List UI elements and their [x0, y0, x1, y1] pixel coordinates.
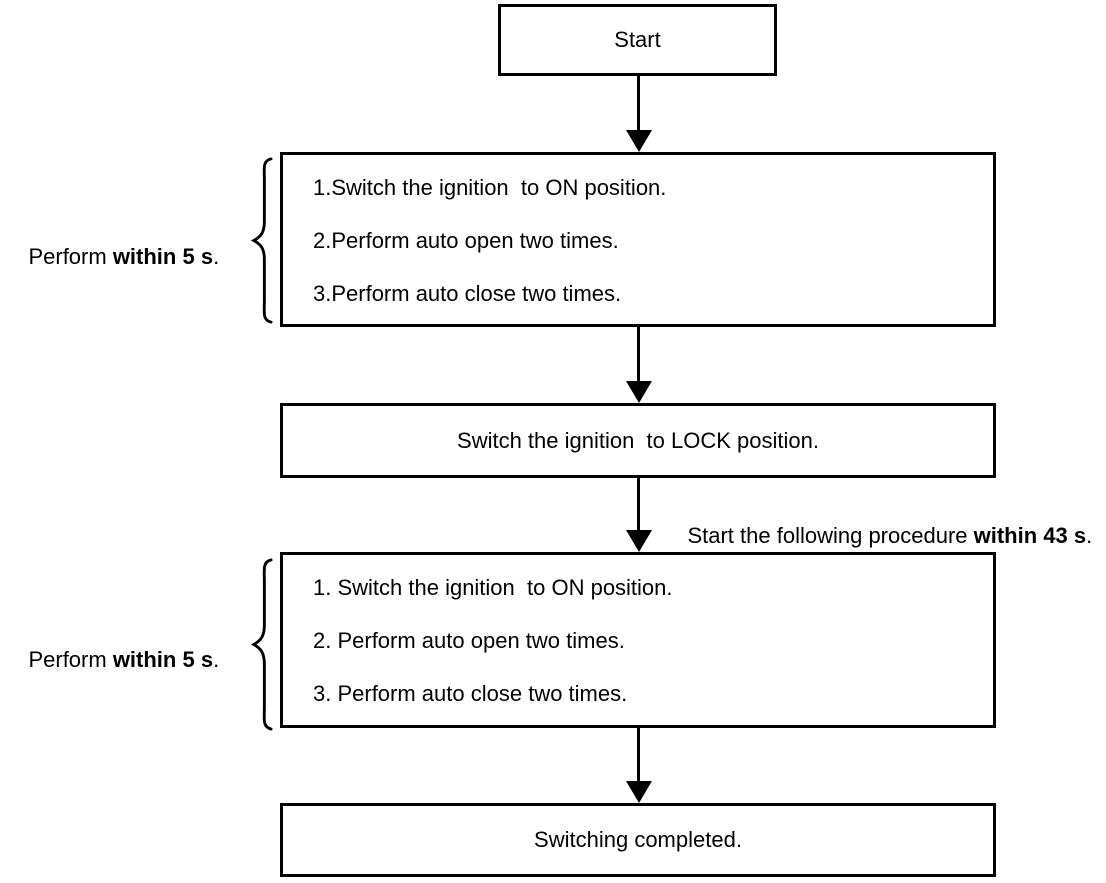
procedure-box-1: 1.Switch the ignition to ON position. 2.…	[280, 152, 996, 327]
down-arrow-icon	[626, 530, 652, 552]
side-label-2-bold: within 5 s	[112, 647, 214, 672]
side-label-1: Perform within 5 s.	[4, 218, 219, 296]
arrow-line	[637, 478, 640, 532]
annotation-bold: within 43 s	[973, 523, 1087, 548]
down-arrow-icon	[626, 381, 652, 403]
end-node: Switching completed.	[280, 803, 996, 877]
procedure-2-step-3: 3. Perform auto close two times.	[313, 681, 628, 707]
lock-box: Switch the ignition to LOCK position.	[280, 403, 996, 478]
end-node-label: Switching completed.	[534, 827, 742, 852]
procedure-box-2: 1. Switch the ignition to ON position. 2…	[280, 552, 996, 728]
annotation-suffix: .	[1086, 523, 1093, 548]
lock-box-label: Switch the ignition to LOCK position.	[457, 427, 819, 453]
start-node-label: Start	[614, 27, 661, 52]
side-label-2-suffix: .	[213, 647, 220, 672]
arrow-line	[637, 327, 640, 383]
down-arrow-icon	[626, 130, 652, 152]
procedure-2-step-2: 2. Perform auto open two times.	[313, 627, 625, 653]
side-label-1-bold: within 5 s	[112, 244, 214, 269]
side-label-2-prefix: Perform	[28, 647, 113, 672]
side-label-1-prefix: Perform	[28, 244, 113, 269]
side-label-2: Perform within 5 s.	[4, 621, 219, 699]
start-node: Start	[498, 4, 777, 76]
arrow-annotation: Start the following procedure within 43 …	[663, 497, 1092, 575]
procedure-1-step-3: 3.Perform auto close two times.	[313, 280, 622, 306]
annotation-prefix: Start the following procedure	[687, 523, 974, 548]
procedure-1-step-1: 1.Switch the ignition to ON position.	[313, 174, 667, 200]
arrow-line	[637, 76, 640, 132]
side-label-1-suffix: .	[213, 244, 220, 269]
arrow-line	[637, 728, 640, 783]
left-brace-icon	[250, 558, 273, 731]
down-arrow-icon	[626, 781, 652, 803]
left-brace-icon	[250, 157, 273, 324]
procedure-2-step-1: 1. Switch the ignition to ON position.	[313, 574, 673, 600]
procedure-1-step-2: 2.Perform auto open two times.	[313, 227, 619, 253]
